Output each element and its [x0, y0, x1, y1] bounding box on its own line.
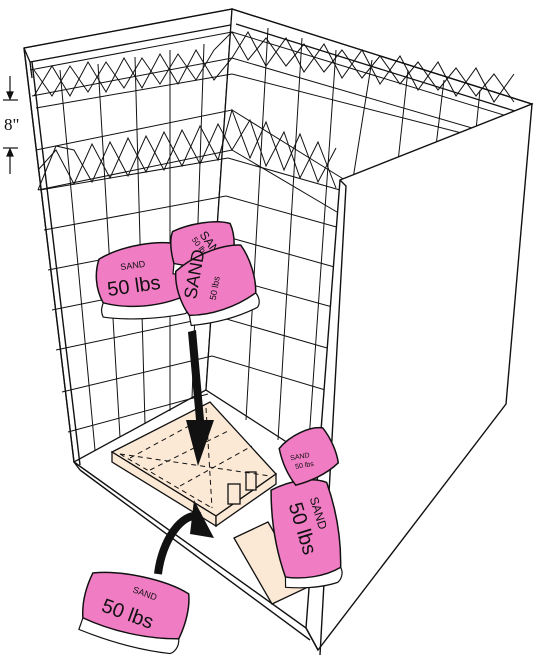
dimension-label: 8" [4, 115, 19, 134]
dimension-marker: 8" [3, 76, 19, 174]
sand-bag-floor: SAND 50 lbs [77, 567, 192, 655]
